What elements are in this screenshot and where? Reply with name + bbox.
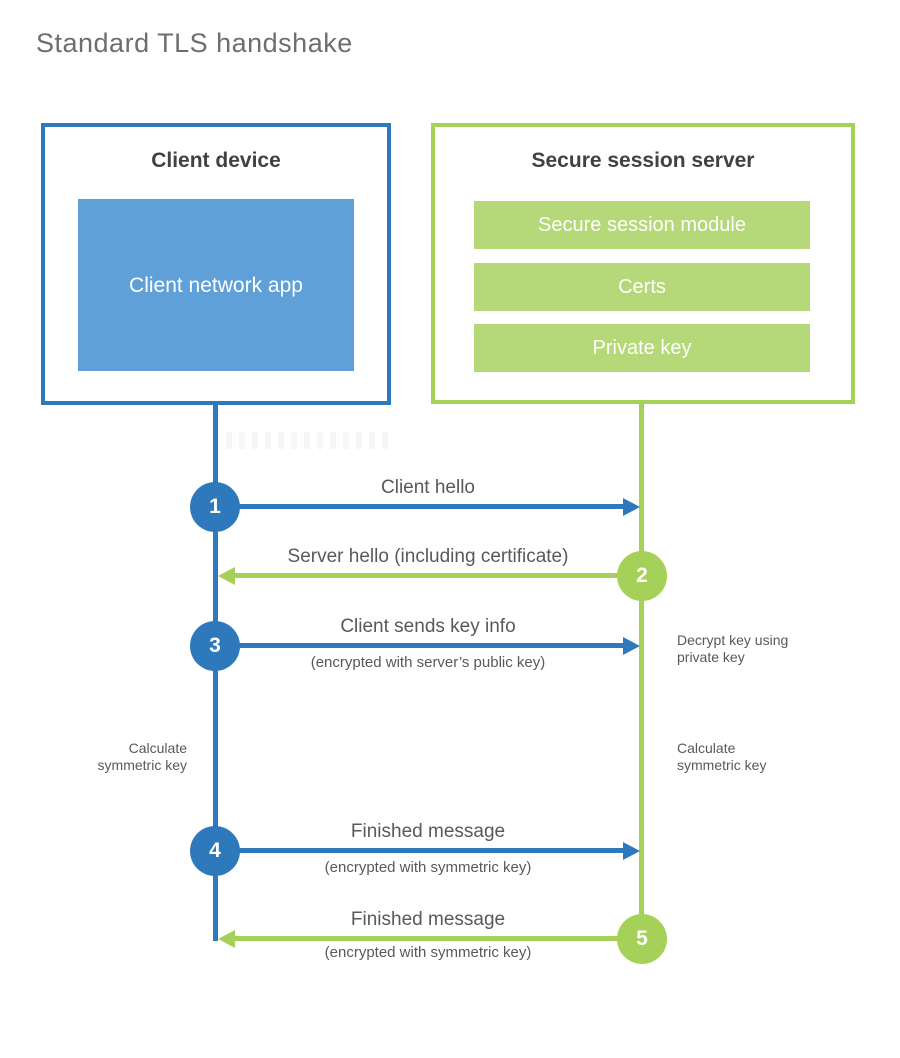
message-sublabel-finished-client: (encrypted with symmetric key)	[324, 859, 532, 876]
arrow-line-finished-server	[234, 936, 641, 941]
client-device-title: Client device	[151, 149, 281, 172]
client-lifeline	[213, 405, 218, 941]
step-number: 1	[209, 495, 221, 518]
arrow-head-left-icon	[218, 567, 235, 585]
step-number: 4	[209, 839, 221, 862]
step-circle-1: 1	[190, 482, 240, 532]
arrow-head-right-icon	[623, 498, 640, 516]
client-network-app-label: Client network app	[129, 273, 303, 297]
message-label-finished-server: Finished message	[350, 909, 506, 930]
arrow-line-client-key-info	[215, 643, 625, 648]
step-circle-2: 2	[617, 551, 667, 601]
server-module-bar-private-key: Private key	[474, 324, 810, 372]
message-label-client-key-info: Client sends key info	[340, 616, 516, 637]
message-sublabel-finished-server: (encrypted with symmetric key)	[324, 944, 532, 961]
step-circle-5: 5	[617, 914, 667, 964]
step-circle-4: 4	[190, 826, 240, 876]
step-circle-3: 3	[190, 621, 240, 671]
arrow-head-right-icon	[623, 637, 640, 655]
message-sublabel-client-key-info: (encrypted with server’s public key)	[310, 654, 546, 671]
server-module-label: Private key	[592, 336, 692, 359]
note-client-calculate-symmetric-key: Calculate symmetric key	[97, 740, 187, 773]
arrow-line-server-hello	[234, 573, 641, 578]
step-number: 5	[636, 927, 648, 950]
secure-session-server-title: Secure session server	[531, 149, 755, 172]
message-label-finished-client: Finished message	[350, 821, 506, 842]
server-module-label: Secure session module	[538, 213, 746, 236]
step-number: 3	[209, 634, 221, 657]
faded-artifact-dashes	[226, 432, 390, 449]
server-lifeline	[639, 404, 644, 939]
page-title: Standard TLS handshake	[36, 28, 353, 58]
message-label-server-hello: Server hello (including certificate)	[287, 546, 569, 567]
message-label-client-hello: Client hello	[381, 477, 475, 498]
server-module-bar-certs: Certs	[474, 263, 810, 311]
arrow-line-client-hello	[215, 504, 625, 509]
client-network-app-box: Client network app	[78, 199, 354, 371]
server-module-label: Certs	[618, 275, 666, 298]
note-server-calculate-symmetric-key: Calculate symmetric key	[677, 740, 767, 773]
step-number: 2	[636, 564, 648, 587]
arrow-head-right-icon	[623, 842, 640, 860]
arrow-line-finished-client	[215, 848, 625, 853]
server-module-bar-secure-session-module: Secure session module	[474, 201, 810, 249]
note-decrypt-key: Decrypt key using private key	[677, 632, 789, 665]
arrow-head-left-icon	[218, 930, 235, 948]
